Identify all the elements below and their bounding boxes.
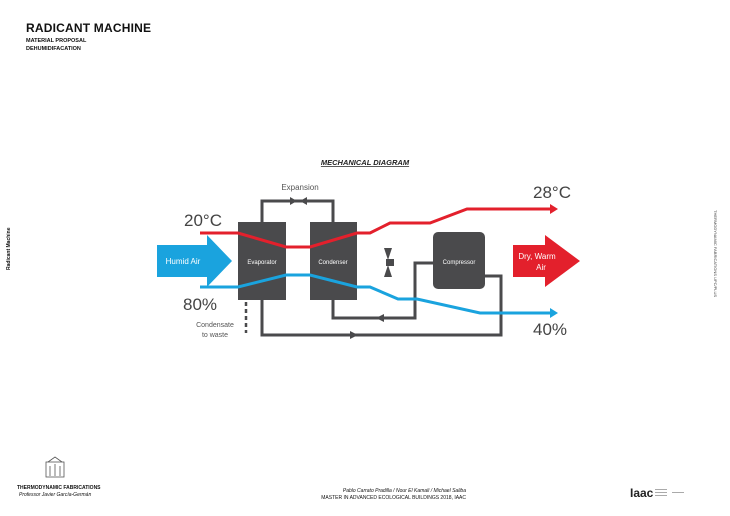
subtitle-dehumidification: DEHUMIDIFACATION (26, 46, 81, 52)
expansion-arrow-left-icon (300, 197, 307, 205)
footer-program: MASTER IN ADVANCED ECOLOGICAL BUILDINGS … (321, 495, 466, 501)
outlet-temperature: 28°C (533, 183, 571, 202)
inlet-temperature: 20°C (184, 211, 222, 230)
humid-air-label: Humid Air (166, 257, 201, 266)
expansion-arrow-right-icon (290, 197, 297, 205)
refrigerant-pipes (260, 199, 503, 337)
humid-air-arrow (157, 235, 232, 287)
page-title: RADICANT MACHINE (26, 21, 152, 35)
iaac-logo-text (655, 489, 684, 496)
temperature-arrow-icon (550, 204, 558, 214)
iaac-logo: Iaac (630, 486, 654, 500)
expansion-label: Expansion (281, 183, 318, 192)
compressor-box (433, 232, 485, 289)
condensate-label-line2: to waste (202, 332, 228, 339)
evaporator-label: Evaporator (247, 260, 276, 266)
outlet-humidity: 40% (533, 320, 567, 339)
footer-authors: Pablo Carrato Pradilla / Nour El Kamali … (342, 488, 466, 494)
condensate-label-line1: Condensate (196, 322, 234, 329)
compressor-pipe (260, 274, 503, 337)
outlet-label-line2: Air (536, 263, 546, 272)
return-arrow-left-icon (376, 314, 384, 322)
dry-warm-air-arrow (513, 235, 580, 287)
compressor-label: Compressor (443, 260, 476, 266)
outlet-label-line1: Dry, Warm (518, 252, 556, 261)
humidity-arrow-icon (550, 308, 558, 318)
diagram-title: MECHANICAL DIAGRAM (321, 158, 410, 167)
footer-course: THERMODYNAMIC FABRICATIONS (17, 485, 101, 491)
inlet-humidity: 80% (183, 295, 217, 314)
temperature-line (200, 207, 552, 249)
condenser-label: Condenser (318, 260, 347, 266)
fan-icon (384, 248, 394, 277)
condenser-return-pipe (331, 261, 433, 320)
footer-professor: Professor Javier García-Germán (19, 492, 92, 498)
humidity-line (200, 273, 552, 315)
flow-arrow-right-icon (350, 331, 358, 339)
subtitle-material: MATERIAL PROPOSAL (26, 38, 87, 44)
expansion-pipe (260, 199, 335, 222)
crest-logo (45, 456, 65, 478)
